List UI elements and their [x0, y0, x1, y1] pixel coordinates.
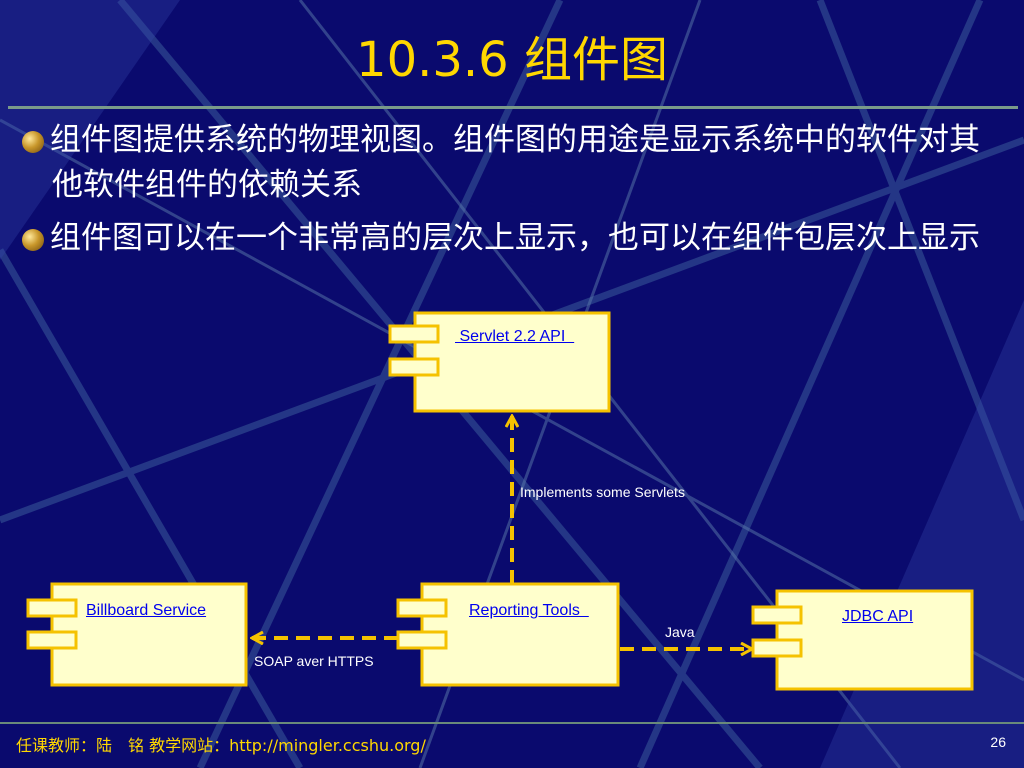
java-label: Java: [665, 624, 695, 640]
billboard-service-label[interactable]: Billboard Service: [86, 602, 207, 619]
soap-label: SOAP aver HTTPS: [254, 653, 374, 669]
bullet-text: 组件图可以在一个非常高的层次上显示，也可以在组件包层次上显示: [50, 220, 980, 256]
reporting-tools-label[interactable]: Reporting Tools: [469, 602, 589, 619]
page-number: 26: [990, 734, 1006, 750]
component-reporting-tools[interactable]: [396, 582, 620, 687]
footer-text: 任课教师：陆 铭 教学网站：http://mingler.ccshu.org/: [16, 736, 426, 755]
component-billboard-service[interactable]: [26, 582, 248, 687]
bullet-item: 组件图可以在一个非常高的层次上显示，也可以在组件包层次上显示: [20, 216, 980, 261]
implements-label: Implements some Servlets: [520, 484, 685, 500]
bullet-text: 组件图提供系统的物理视图。组件图的用途是显示系统中的软件对其他软件组件的依赖关系: [50, 122, 980, 203]
bullet-list: 组件图提供系统的物理视图。组件图的用途是显示系统中的软件对其他软件组件的依赖关系…: [20, 118, 980, 269]
bullet-icon: [22, 130, 44, 153]
jdbc-api-label[interactable]: JDBC API: [842, 608, 914, 625]
bullet-icon: [22, 228, 44, 251]
footer-divider: [0, 722, 1024, 724]
component-jdbc-api[interactable]: [751, 589, 974, 691]
servlet-api-label[interactable]: Servlet 2.2 API: [455, 328, 575, 345]
bullet-item: 组件图提供系统的物理视图。组件图的用途是显示系统中的软件对其他软件组件的依赖关系: [20, 118, 980, 208]
title-divider: [8, 106, 1018, 109]
component-servlet-api[interactable]: [388, 311, 611, 413]
slide-title: 10.3.6 组件图: [356, 32, 668, 88]
